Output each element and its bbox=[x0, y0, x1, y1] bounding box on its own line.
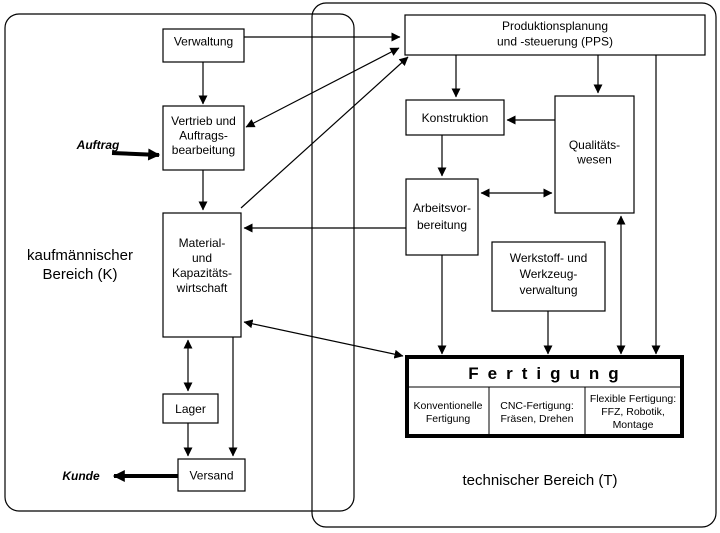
box-verwaltung bbox=[162, 28, 245, 63]
label-line: Werkstoff- und bbox=[510, 251, 588, 265]
box-qualitaet bbox=[554, 95, 635, 214]
box-fertigung bbox=[405, 355, 684, 438]
edge-vertrieb-pps bbox=[245, 47, 400, 128]
label-line: Verwaltung bbox=[174, 35, 233, 49]
fertigung-title: Fertigung bbox=[468, 364, 627, 383]
region-kaufmaennisch bbox=[4, 13, 355, 512]
external-label-auftrag: Auftrag bbox=[76, 138, 120, 152]
box-pps bbox=[404, 14, 706, 56]
label-line: Versand bbox=[189, 469, 233, 483]
node-label-qualitaet: Qualitäts-wesen bbox=[569, 138, 620, 167]
label-line: Konventionelle bbox=[414, 400, 483, 412]
label-line: Arbeitsvor- bbox=[413, 201, 471, 215]
label-line: wirtschaft bbox=[176, 281, 228, 295]
region-technisch bbox=[311, 2, 717, 528]
node-label-lager: Lager bbox=[175, 402, 206, 416]
edge-auftrag-vertrieb bbox=[111, 148, 161, 161]
box-versand bbox=[177, 458, 246, 492]
box-lager bbox=[162, 393, 219, 424]
label-line: FFZ, Robotik, bbox=[601, 406, 665, 418]
fertigung-cell-flexibel: Flexible Fertigung:FFZ, Robotik,Montage bbox=[590, 393, 676, 431]
region-label-technisch: technischer Bereich (T) bbox=[462, 472, 617, 489]
box-arbeitsvorbereitung bbox=[405, 178, 479, 256]
external-label-kunde: Kunde bbox=[62, 469, 100, 483]
label-line: bereitung bbox=[417, 218, 467, 232]
label-line: Material- bbox=[179, 236, 226, 250]
label-line: Bereich (K) bbox=[42, 266, 117, 283]
label-line: Konstruktion bbox=[422, 111, 489, 125]
box-material bbox=[162, 212, 242, 338]
label-line: und bbox=[192, 251, 212, 265]
node-label-versand: Versand bbox=[189, 469, 233, 483]
box-werkstoff bbox=[491, 241, 606, 312]
label-line: Montage bbox=[613, 419, 654, 431]
label-line: Fertigung bbox=[426, 413, 471, 425]
label-line: Werkzeug- bbox=[520, 267, 578, 281]
node-label-konstruktion: Konstruktion bbox=[422, 111, 489, 125]
node-label-verwaltung: Verwaltung bbox=[174, 35, 233, 49]
label-line: bearbeitung bbox=[172, 143, 235, 157]
edge-material-fertigung bbox=[243, 319, 404, 359]
box-vertrieb bbox=[162, 105, 245, 171]
node-label-pps: Produktionsplanung und -steuerung (PPS) bbox=[497, 19, 613, 49]
label-line: Qualitäts- bbox=[569, 138, 620, 152]
label-line: Fräsen, Drehen bbox=[501, 413, 574, 425]
label-line: verwaltung bbox=[519, 283, 577, 297]
box-konstruktion bbox=[405, 99, 505, 136]
label-line: kaufmännischer bbox=[27, 247, 133, 264]
label-line: Vertrieb und bbox=[171, 114, 236, 128]
label-line: wesen bbox=[576, 153, 612, 167]
label-line: Kapazitäts- bbox=[172, 266, 232, 280]
label-line: Auftrags- bbox=[179, 129, 228, 143]
label-line: und -steuerung (PPS) bbox=[497, 35, 613, 49]
label-line: Flexible Fertigung: bbox=[590, 393, 676, 405]
label-line: CNC-Fertigung: bbox=[500, 400, 574, 412]
label-line: technischer Bereich (T) bbox=[462, 472, 617, 489]
fertigung-cell-cnc: CNC-Fertigung:Fräsen, Drehen bbox=[500, 400, 574, 425]
node-label-arbeitsvorbereitung: Arbeitsvor-bereitung bbox=[413, 201, 471, 232]
edge-material-pps bbox=[240, 56, 409, 209]
label-line: Lager bbox=[175, 402, 206, 416]
label-line: Produktionsplanung bbox=[502, 19, 608, 33]
